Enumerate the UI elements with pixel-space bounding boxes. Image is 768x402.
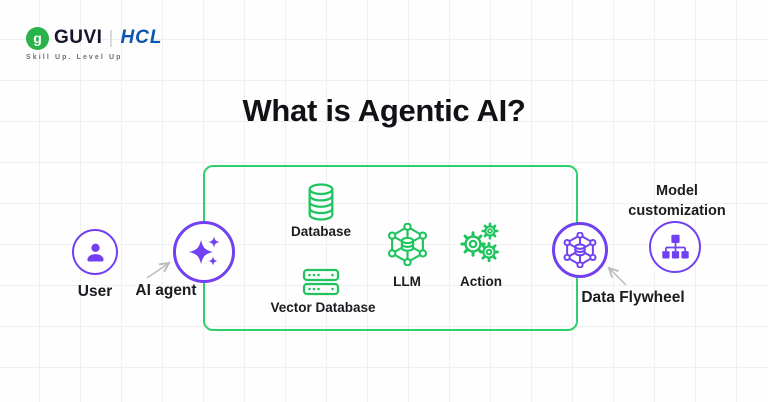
label-user: User xyxy=(77,283,113,300)
arrow-user-to-agent xyxy=(146,263,169,279)
server-stack-icon xyxy=(302,268,340,296)
hierarchy-icon xyxy=(661,234,689,258)
network-hexagon-icon xyxy=(387,223,428,266)
label-data-flywheel: Data Flywheel xyxy=(581,289,685,306)
label-model-customization: Model customization xyxy=(628,183,726,220)
page-title: What is Agentic AI? xyxy=(242,93,526,128)
node-model-customization xyxy=(649,221,701,273)
network-hexagon-icon xyxy=(563,232,597,268)
arrow-to-data-flywheel xyxy=(609,268,627,286)
node-data-flywheel xyxy=(552,222,608,278)
gears-icon xyxy=(460,222,500,263)
brand-logo: g GUVI HCL Skill Up. Level Up xyxy=(26,26,163,61)
logo-divider xyxy=(110,29,113,47)
guvi-wordmark: GUVI xyxy=(54,27,103,48)
label-ai-agent: AI agent xyxy=(135,282,197,299)
database-cylinder-icon xyxy=(308,183,334,221)
node-ai-agent xyxy=(173,221,235,283)
sparkles-icon xyxy=(189,236,220,266)
node-user xyxy=(72,229,118,275)
hcl-wordmark: HCL xyxy=(120,27,163,48)
label-llm: LLM xyxy=(393,274,421,289)
brand-tagline: Skill Up. Level Up xyxy=(26,54,123,61)
label-action: Action xyxy=(460,274,502,289)
label-vector-database: Vector Database xyxy=(270,300,376,315)
label-database: Database xyxy=(290,224,352,239)
person-icon xyxy=(86,243,104,261)
guvi-logo-icon: g xyxy=(26,26,49,50)
